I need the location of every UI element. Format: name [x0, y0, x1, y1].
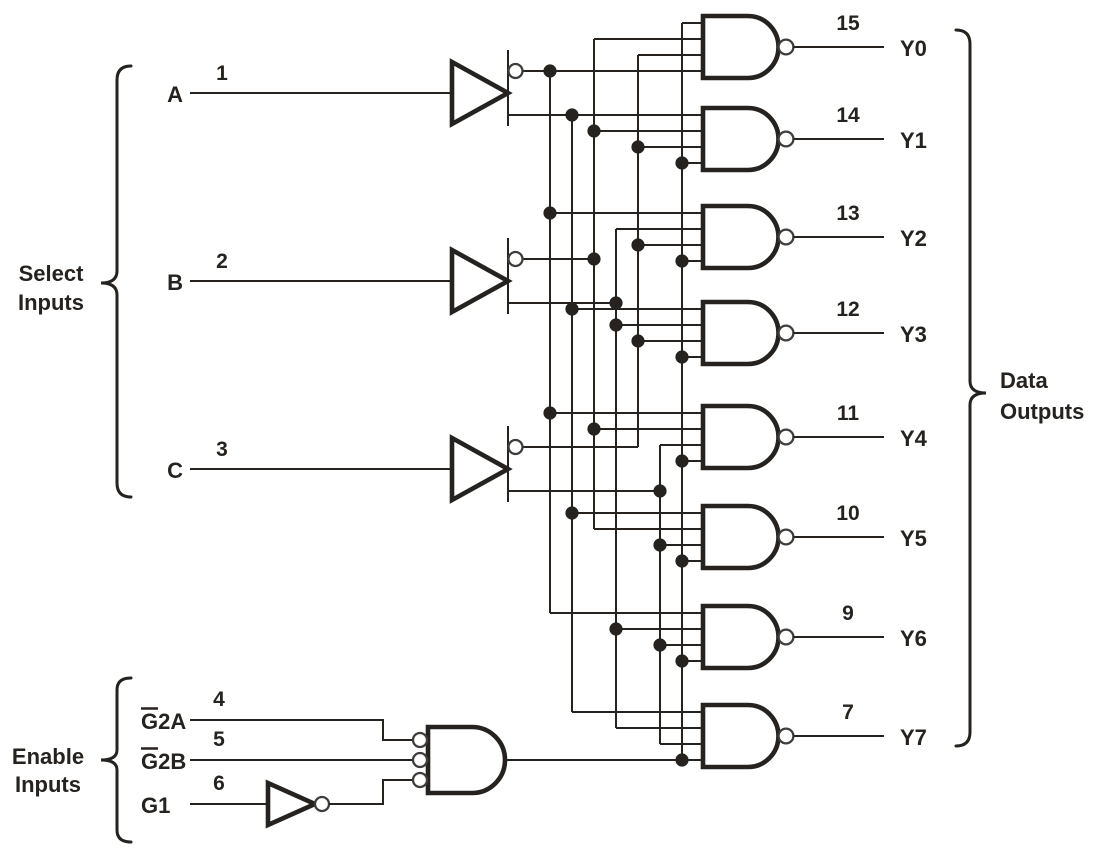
junction-dot [565, 108, 579, 122]
enable-inputs-group-label: Enable [12, 744, 84, 769]
junction-dot [631, 238, 645, 252]
nand-gate-y5-icon [700, 503, 781, 571]
inversion-bubble-icon [411, 731, 429, 749]
output-pin-number: 7 [842, 701, 854, 724]
enable-inputs-brace [100, 676, 133, 844]
inversion-bubble-icon [777, 130, 795, 148]
enable-input-wire [329, 779, 413, 805]
junction-dot [675, 554, 689, 568]
junction-dot [565, 506, 579, 520]
select-input-pin-number: 2 [216, 250, 228, 273]
junction-dot [609, 318, 623, 332]
junction-dot [675, 454, 689, 468]
junction-dot [653, 638, 667, 652]
junction-dot [565, 302, 579, 316]
enable-input-label: G2A [141, 709, 186, 734]
nand-gate-y6-icon [700, 603, 781, 671]
junction-dot [653, 538, 667, 552]
inversion-bubble-icon [507, 62, 524, 80]
data-outputs-group-label: Outputs [1000, 399, 1084, 424]
inversion-bubble-icon [777, 428, 795, 446]
data-outputs-group-label: Data [1000, 368, 1048, 393]
select-inputs-brace [100, 64, 133, 499]
enable-input-pin-number: 6 [213, 772, 225, 795]
junction-dot [609, 622, 623, 636]
select-input-label: B [167, 270, 183, 295]
output-pin-number: 15 [836, 12, 860, 35]
junction-dot [675, 254, 689, 268]
nand-gate-y4-icon [700, 403, 781, 471]
nand-gate-y0-icon [700, 13, 781, 81]
junction-dot [543, 206, 557, 220]
junction-dot [675, 753, 689, 767]
output-label: Y6 [900, 626, 927, 651]
select-input-pin-number: 3 [216, 438, 228, 461]
output-label: Y3 [900, 322, 927, 347]
inversion-bubble-icon [313, 795, 331, 813]
inversion-bubble-icon [777, 38, 795, 56]
inversion-bubble-icon [507, 438, 524, 456]
enable-input-pin-number: 5 [213, 728, 225, 751]
inversion-bubble-icon [777, 727, 795, 745]
junction-dot [609, 296, 623, 310]
inversion-bubble-icon [411, 751, 429, 769]
select-input-label: A [167, 82, 183, 107]
enable-input-wire [190, 719, 413, 741]
inversion-bubble-icon [777, 324, 795, 342]
inversion-bubble-icon [777, 528, 795, 546]
output-label: Y0 [900, 36, 927, 61]
junction-dot [675, 350, 689, 364]
select-buffer-icon [449, 434, 513, 504]
select-input-label: C [167, 458, 183, 483]
junction-dot [587, 124, 601, 138]
junction-dot [653, 484, 667, 498]
output-label: Y1 [900, 128, 927, 153]
select-buffer-icon [449, 246, 513, 316]
output-label: Y7 [900, 725, 927, 750]
select-inputs-group-label: Select [19, 261, 84, 286]
inversion-bubble-icon [777, 228, 795, 246]
nand-gate-y2-icon [700, 203, 781, 271]
output-pin-number: 11 [837, 402, 860, 425]
inversion-bubble-icon [507, 250, 524, 268]
output-label: Y5 [900, 526, 927, 551]
enable-input-label: G1 [141, 793, 170, 818]
output-pin-number: 10 [836, 502, 859, 525]
enable-and-gate-icon [425, 724, 508, 796]
g1-inverter-icon [265, 779, 321, 829]
output-pin-number: 9 [842, 602, 854, 625]
junction-dot [543, 406, 557, 420]
nand-gate-y3-icon [700, 299, 781, 367]
junction-dot [543, 64, 557, 78]
junction-dot [587, 252, 601, 266]
enable-input-pin-number: 4 [213, 688, 225, 711]
junction-dot [587, 422, 601, 436]
data-outputs-brace [954, 28, 987, 748]
inversion-bubble-icon [777, 628, 795, 646]
select-input-pin-number: 1 [216, 62, 228, 85]
nand-gate-y7-icon [700, 702, 781, 770]
output-label: Y2 [900, 226, 927, 251]
output-pin-number: 12 [836, 298, 859, 321]
junction-dot [675, 654, 689, 668]
nand-gate-y1-icon [700, 105, 781, 173]
junction-dot [675, 156, 689, 170]
inversion-bubble-icon [411, 771, 429, 789]
output-label: Y4 [900, 426, 928, 451]
junction-dot [631, 140, 645, 154]
enable-input-label: G2B [141, 749, 186, 774]
select-buffer-icon [449, 58, 513, 128]
output-pin-number: 13 [836, 202, 859, 225]
select-inputs-group-label: Inputs [18, 290, 84, 315]
enable-inputs-group-label: Inputs [15, 772, 81, 797]
junction-dot [631, 334, 645, 348]
output-pin-number: 14 [836, 104, 860, 127]
